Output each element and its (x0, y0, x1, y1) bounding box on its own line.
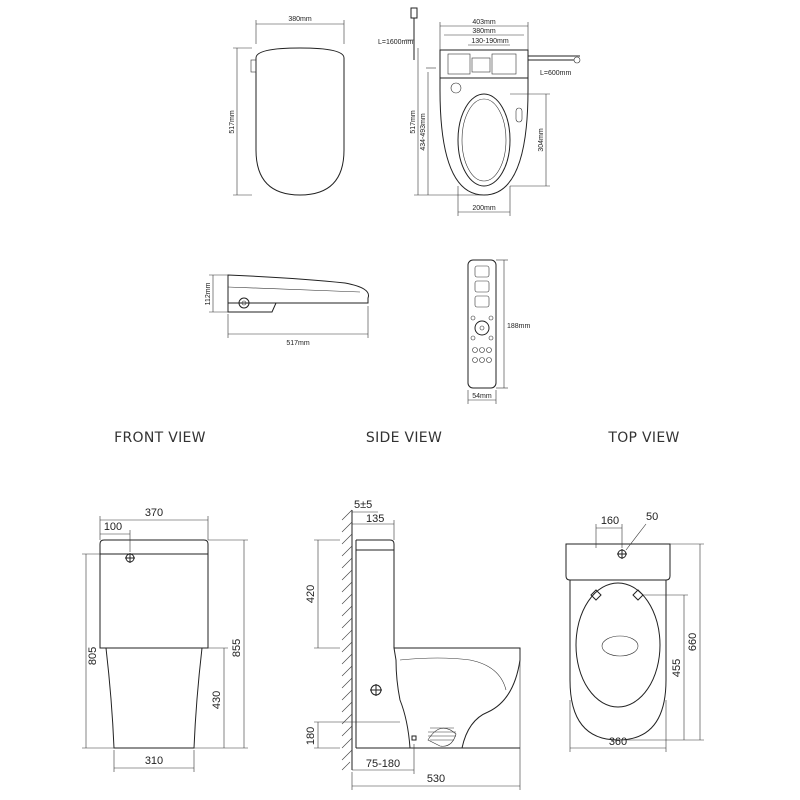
top-length: 660 (687, 633, 699, 651)
seat-side-view: 112mm 517mm (205, 274, 370, 347)
seat-side-length-label: 517mm (286, 340, 310, 347)
lid-width-label: 380mm (288, 16, 312, 23)
front-view-title: FRONT VIEW (114, 430, 206, 446)
seat-length-total: 517mm (410, 110, 417, 134)
top-view-title: TOP VIEW (607, 430, 679, 446)
hose-length-label: L=600mm (540, 70, 571, 77)
side-cistern-depth: 135 (366, 513, 384, 525)
front-pan-height: 430 (211, 691, 223, 709)
top-fix-spacing: 160 (601, 515, 619, 527)
remote-width-label: 54mm (472, 393, 492, 400)
lid-length-label: 517mm (229, 110, 236, 134)
seat-plan-view: L=1600mm L=600mm 403mm 380mm 130-190mm 5… (378, 7, 581, 216)
side-view-title: SIDE VIEW (366, 430, 442, 446)
side-outlet-height: 180 (305, 727, 317, 745)
opening-width-label: 200mm (472, 205, 496, 212)
remote-height-label: 188mm (507, 323, 531, 330)
top-bowl-length: 455 (671, 659, 683, 677)
seat-lid-top-view: 380mm 517mm (229, 16, 345, 196)
side-cistern-height: 420 (305, 585, 317, 603)
seat-width-inner: 380mm (472, 28, 496, 35)
opening-length-label: 304mm (538, 128, 545, 152)
top-width: 360 (609, 736, 627, 748)
front-height-outer: 855 (231, 639, 243, 657)
side-setout: 75-180 (366, 758, 400, 770)
side-depth: 530 (427, 773, 445, 785)
cable-length-label: L=1600mm (378, 39, 413, 46)
seat-length-range: 434-493mm (420, 113, 427, 151)
front-inlet-offset: 100 (104, 521, 122, 533)
side-wall-gap: 5±5 (354, 499, 372, 511)
toilet-side-view: 5±5 135 420 180 75-180 530 (305, 499, 521, 790)
front-width-top: 370 (145, 507, 163, 519)
seat-width-range: 130-190mm (471, 38, 509, 45)
remote-control: 188mm 54mm (467, 259, 531, 404)
seat-width-total: 403mm (472, 19, 496, 26)
front-base-width: 310 (145, 755, 163, 767)
top-fix-hole: 50 (646, 511, 658, 523)
front-height-total: 805 (87, 647, 99, 665)
toilet-top-view: 160 50 660 455 360 (565, 511, 704, 752)
seat-height-label: 112mm (205, 282, 212, 305)
toilet-front-view: 370 100 805 855 430 310 (82, 507, 248, 772)
